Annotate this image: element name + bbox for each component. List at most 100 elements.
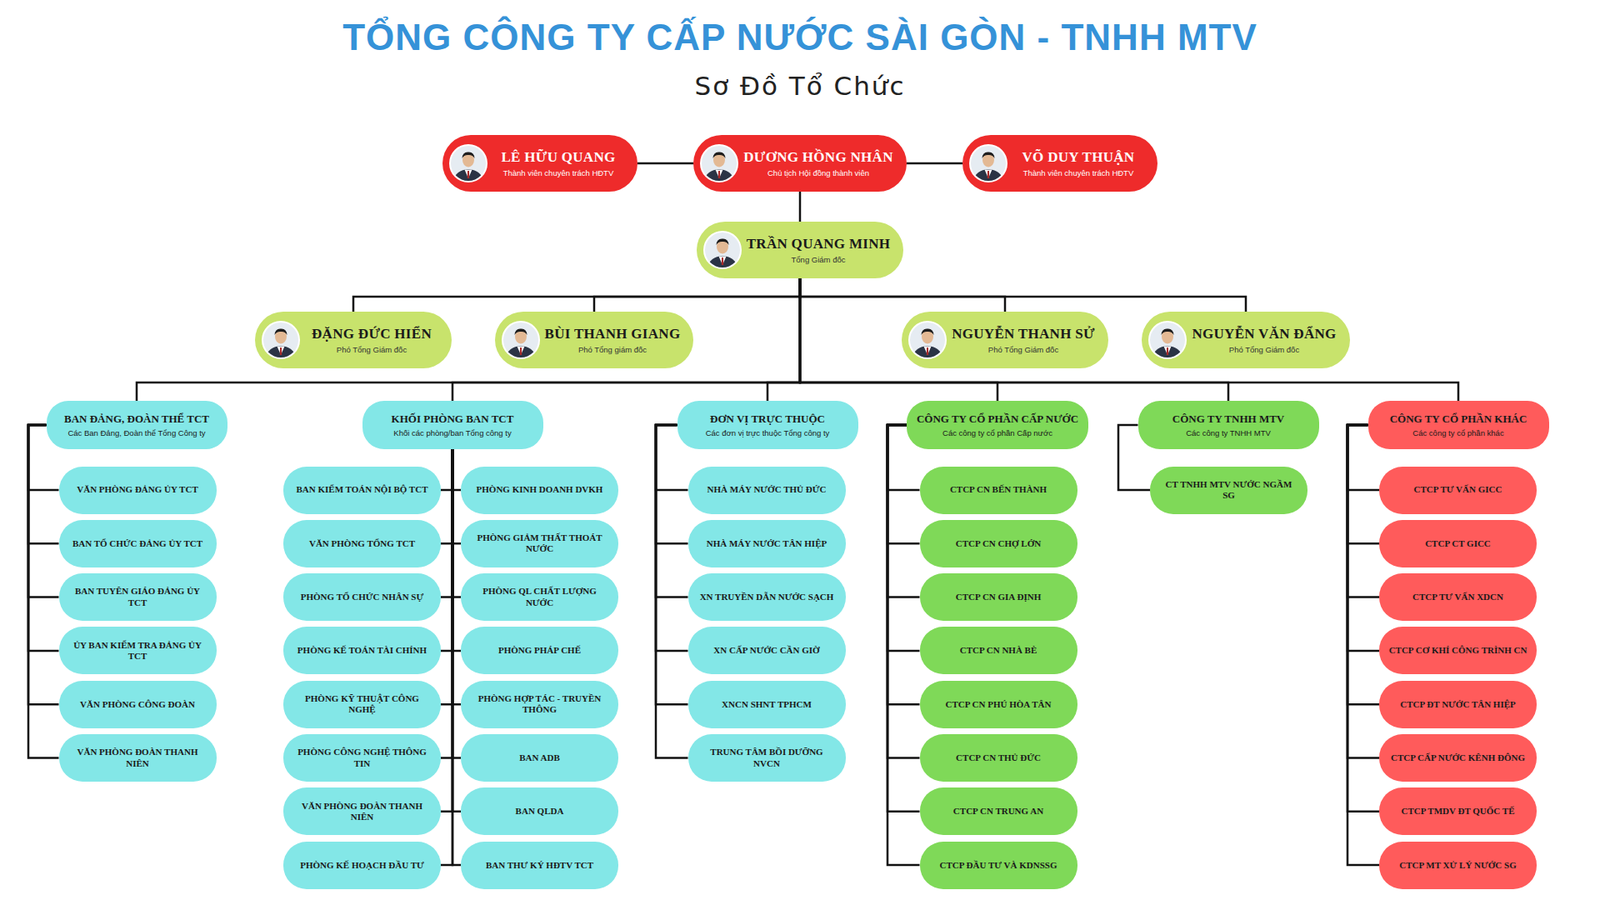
person-pill: LÊ HỮU QUANG Thành viên chuyên trách HĐTV [442,135,638,192]
category-note: Các đơn vị trực thuộc Tổng công ty [705,428,830,438]
connector-line [440,449,453,759]
connector-line [1347,425,1380,705]
photo-ground [1149,321,1186,359]
portrait-photo [700,144,739,183]
photo-suit [265,345,297,360]
unit-box: PHÒNG KINH DOANH DVKH [460,466,619,515]
connector-line [887,425,920,865]
unit-box: PHÒNG GIẢM THẤT THOÁT NƯỚC [460,520,619,568]
photo-ground [450,145,487,182]
connector-line [906,162,963,165]
category-name: CÔNG TY CỔ PHẦN KHÁC [1390,412,1528,426]
unit-name: VĂN PHÒNG CÔNG ĐOÀN [80,699,195,710]
person-name: TRẦN QUANG MINH [746,235,891,253]
photo-ground [970,145,1007,182]
category-header: BAN ĐẢNG, ĐOÀN THỂ TCTCác Ban Đảng, Đoàn… [46,400,228,450]
unit-box: PHÒNG KỸ THUẬT CÔNG NGHỆ [283,680,441,729]
unit-box: CTCP TMDV ĐT QUỐC TẾ [1379,787,1537,835]
photo-ground [502,321,540,359]
connector-line [1347,425,1380,651]
photo-hair [713,151,726,159]
portrait-photo [261,320,300,360]
unit-name: NHÀ MÁY NƯỚC TÂN HIỆP [706,538,827,550]
photo-hair [275,328,288,335]
unit-name: VĂN PHÒNG ĐẢNG ỦY TCT [76,484,198,495]
photo-hair [715,238,729,245]
unit-box: CTCP CN NHÀ BÈ [920,626,1078,675]
photo-suit [911,345,944,360]
connector-line [440,449,453,544]
unit-name: BAN KIỂM TOÁN NỘI BỘ TCT [295,484,428,495]
person-role: Phó Tổng Giám đốc [336,345,407,355]
unit-name: CTCP ĐẦU TƯ VÀ KDNSSG [940,860,1058,871]
unit-name: PHÒNG PHÁP CHẾ [498,645,581,656]
unit-name: BAN TỔ CHỨC ĐẢNG ỦY TCT [72,538,203,550]
unit-box: CTCP ĐT NƯỚC TÂN HIỆP [1379,680,1537,729]
photo-tie [718,170,720,179]
unit-name: BAN THƯ KÝ HĐTV TCT [485,860,594,871]
category-name: KHỐI PHÒNG BAN TCT [391,412,515,426]
photo-tie [720,257,723,265]
unit-box: BAN ADB [460,734,619,782]
photo-hair [982,151,995,159]
unit-name: PHÒNG QL CHẤT LƯỢNG NƯỚC [469,585,610,608]
unit-name: XN TRUYỀN DẪN NƯỚC SẠCH [700,591,835,603]
unit-name: BAN TUYÊN GIÁO ĐẢNG ỦY TCT [67,585,209,608]
connector-line [452,449,461,705]
unit-box: CTCP CN GIA ĐỊNH [920,573,1078,621]
person-name: LÊ HỮU QUANG [500,149,615,166]
category-header: ĐƠN VỊ TRỰC THUỘCCác đơn vị trực thuộc T… [677,400,859,450]
unit-name: XN CẤP NƯỚC CẦN GIỜ [713,645,820,656]
chart-title: TỔNG CÔNG TY CẤP NƯỚC SÀI GÒN - TNHH MTV [0,16,1600,60]
unit-box: ỦY BAN KIỂM TRA ĐẢNG ỦY TCT [59,626,217,675]
photo-hair [1161,328,1175,335]
unit-box: CTCP CN TRUNG AN [920,787,1078,835]
unit-box: XNCN SHNT TPHCM [688,680,846,729]
connector-line [655,425,689,759]
category-note: Khối các phòng/ban Tổng công ty [393,428,511,438]
person-role: Phó Tổng Giám đốc [1229,345,1300,355]
photo-suit [452,169,485,183]
photo-tie [926,347,929,355]
unit-box: CTCP TƯ VẤN GICC [1379,466,1537,515]
portrait-photo [703,230,742,270]
connector-line [800,278,1246,312]
unit-name: PHÒNG CÔNG NGHỆ THÔNG TIN [291,746,433,769]
person-name: NGUYỄN VĂN ĐẨNG [1191,325,1336,343]
unit-name: PHÒNG KỸ THUẬT CÔNG NGHỆ [291,693,433,715]
chart-subtitle: Sơ Đồ Tổ Chức [0,71,1600,102]
unit-box: VĂN PHÒNG ĐOÀN THANH NIÊN [59,734,217,782]
category-name: CÔNG TY CỔ PHẦN CẤP NƯỚC [916,412,1079,426]
unit-name: CTCP CT GICC [1425,538,1491,550]
photo-shirt [985,170,993,180]
photo-suit [1151,345,1184,360]
person-role: Thành viên chuyên trách HĐTV [1023,168,1135,178]
person-role: Thành viên chuyên trách HĐTV [503,168,615,178]
connector-line [440,449,453,705]
photo-tie [1166,347,1169,355]
person-name: NGUYỄN THANH SỬ [951,325,1095,343]
connector-line [887,425,920,705]
unit-name: CTCP CƠ KHÍ CÔNG TRÌNH CN [1389,645,1528,656]
person-role: Phó Tổng giám đốc [578,345,647,355]
category-name: CÔNG TY TNHH MTV [1172,412,1285,426]
unit-box: BAN THƯ KÝ HĐTV TCT [460,841,619,890]
unit-name: PHÒNG KẾ TOÁN TÀI CHÍNH [297,645,427,656]
unit-box: BAN KIỂM TOÁN NỘI BỘ TCT [283,466,441,515]
connector-line [28,425,60,759]
unit-name: XNCN SHNT TPHCM [721,699,812,710]
photo-ground [700,145,738,182]
person-pill: DƯƠNG HỒNG NHÂNChủ tịch Hội đồng thành v… [693,135,907,192]
unit-box: PHÒNG CÔNG NGHỆ THÔNG TIN [283,734,441,782]
unit-name: BAN ADB [519,752,560,764]
unit-box: BAN TUYÊN GIÁO ĐẢNG ỦY TCT [59,573,217,621]
connector-line [452,449,461,759]
unit-box: PHÒNG KẾ HOẠCH ĐẦU TƯ [283,841,441,890]
connector-line [452,449,461,544]
unit-box: CTCP ĐẦU TƯ VÀ KDNSSG [920,841,1078,890]
connector-line [452,278,800,401]
unit-box: VĂN PHÒNG TỔNG TCT [283,520,441,568]
photo-tie [280,347,282,355]
unit-name: CTCP TMDV ĐT QUỐC TẾ [1400,805,1515,817]
unit-name: CTCP CN TRUNG AN [953,805,1044,817]
